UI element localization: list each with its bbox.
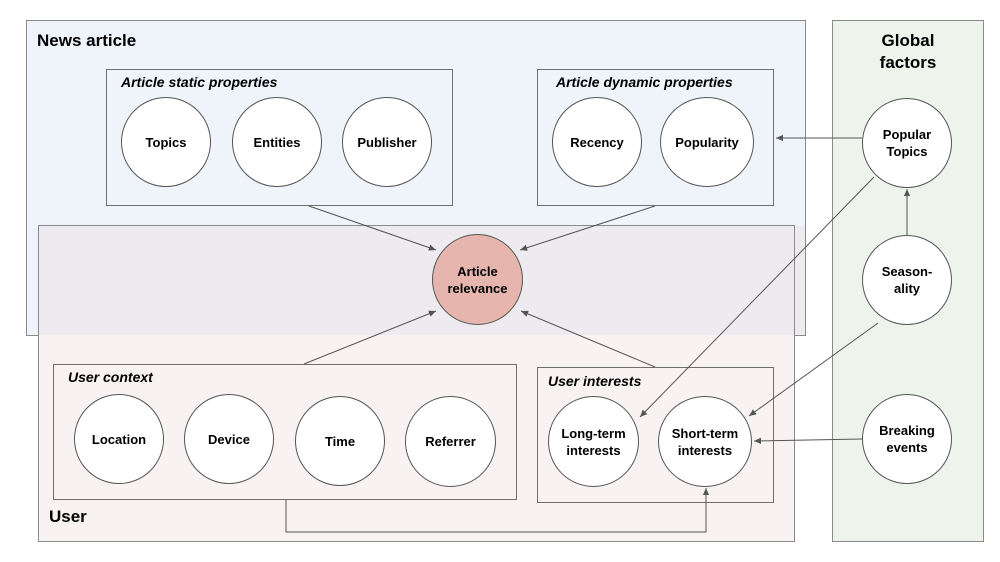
popularity-node[interactable]: Popularity bbox=[660, 97, 754, 187]
long-term-interests-node[interactable]: Long-term interests bbox=[548, 396, 639, 487]
global-factors-title: Global factors bbox=[879, 31, 937, 72]
user-interests-title: User interests bbox=[548, 373, 642, 389]
user-title: User bbox=[49, 507, 87, 526]
article-dynamic-properties-title: Article dynamic properties bbox=[556, 74, 733, 90]
edge-static-to-relevance bbox=[308, 205, 437, 251]
edge-seasonality-to-short-term bbox=[748, 322, 879, 417]
edge-breaking-to-short-term bbox=[753, 437, 863, 445]
entities-node[interactable]: Entities bbox=[232, 97, 322, 187]
user-context-box bbox=[53, 364, 517, 500]
article-relevance-node[interactable]: Article relevance bbox=[432, 234, 523, 325]
publisher-node[interactable]: Publisher bbox=[342, 97, 432, 187]
user-context-title: User context bbox=[68, 369, 153, 385]
edge-context-to-relevance bbox=[303, 310, 437, 365]
article-dynamic-properties-box bbox=[537, 69, 774, 206]
popular-topics-node[interactable]: Popular Topics bbox=[862, 98, 952, 188]
breaking-events-node[interactable]: Breaking events bbox=[862, 394, 952, 484]
article-static-properties-box bbox=[106, 69, 453, 206]
user-interests-box bbox=[537, 367, 774, 503]
recency-node[interactable]: Recency bbox=[552, 97, 642, 187]
referrer-node[interactable]: Referrer bbox=[405, 396, 496, 487]
edge-dynamic-to-relevance bbox=[519, 205, 656, 251]
article-static-properties-title: Article static properties bbox=[121, 74, 278, 90]
overlap-border-top bbox=[38, 225, 795, 226]
topics-node[interactable]: Topics bbox=[121, 97, 211, 187]
edge-context-to-short-term bbox=[285, 488, 710, 533]
location-node[interactable]: Location bbox=[74, 394, 164, 484]
time-node[interactable]: Time bbox=[295, 396, 385, 486]
edge-interests-to-relevance bbox=[520, 310, 656, 368]
overlap-border-left bbox=[38, 225, 39, 336]
overlap-border-right bbox=[794, 225, 795, 336]
short-term-interests-node[interactable]: Short-term interests bbox=[658, 396, 752, 487]
edge-popular-topics-to-long-term bbox=[639, 176, 875, 418]
device-node[interactable]: Device bbox=[184, 394, 274, 484]
seasonality-node[interactable]: Season- ality bbox=[862, 235, 952, 325]
news-article-title: News article bbox=[37, 31, 137, 50]
